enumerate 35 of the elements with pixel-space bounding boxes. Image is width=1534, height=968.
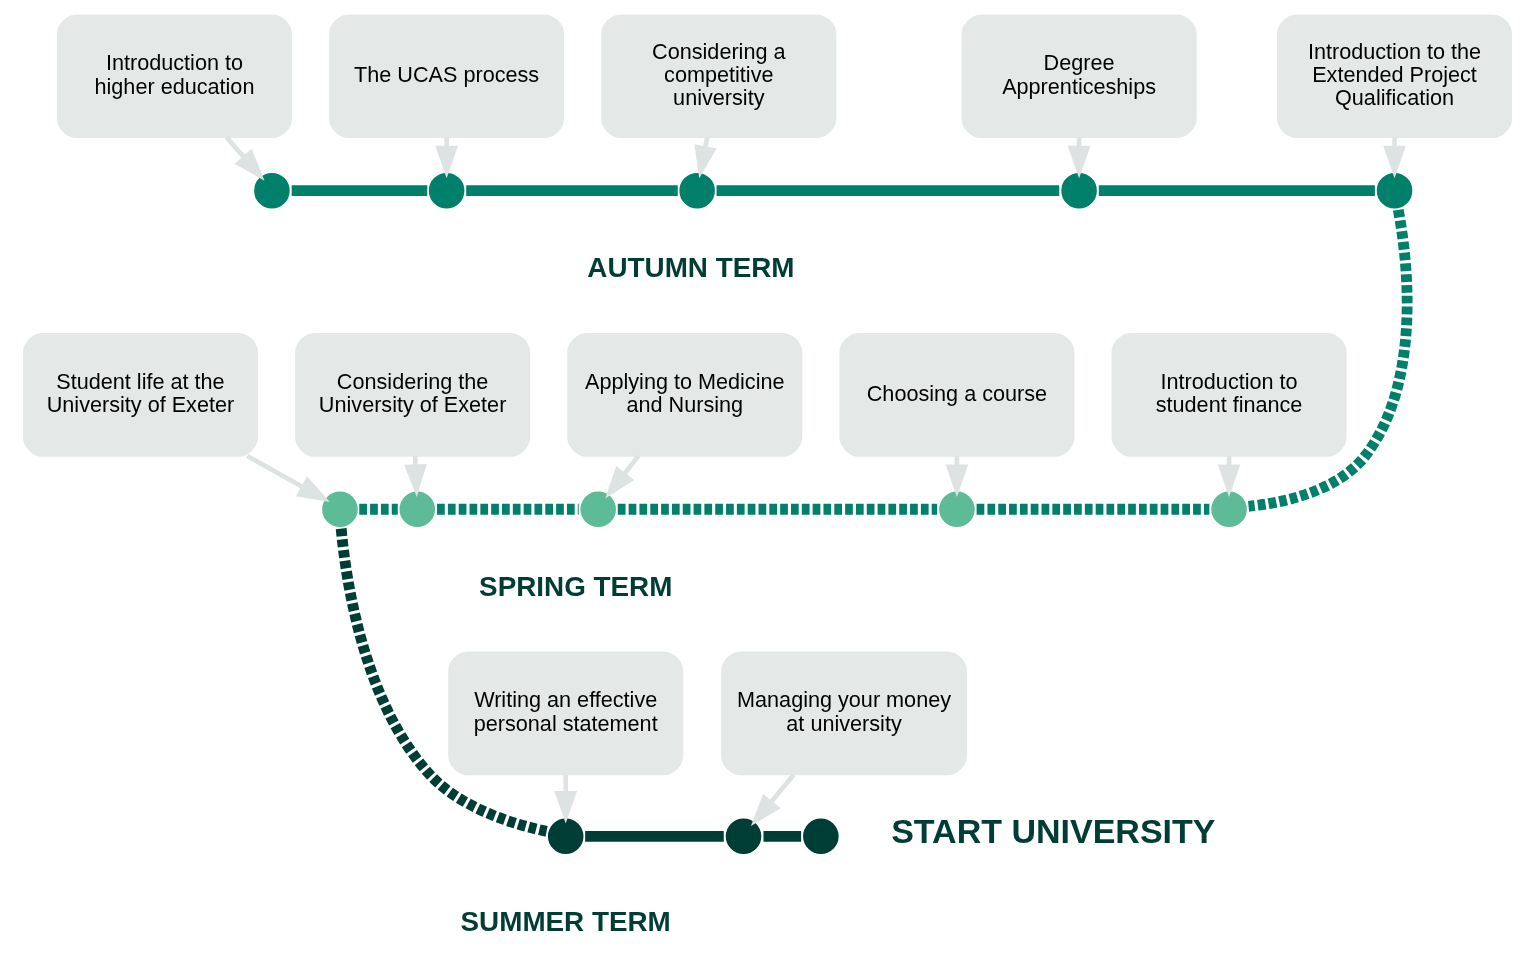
connector: [1098, 184, 1375, 196]
arrow: [750, 772, 796, 826]
node-box: Managing your money at university: [720, 651, 967, 775]
node-box: Student life at the University of Exeter: [22, 332, 258, 457]
connector: [1247, 208, 1412, 512]
connector: [291, 184, 427, 196]
node-box: Introduction to higher education: [56, 13, 292, 138]
connector: [358, 503, 398, 515]
node-box: Considering the University of Exeter: [294, 332, 530, 457]
arrow: [1382, 136, 1406, 178]
connector: [436, 503, 579, 515]
connector: [716, 184, 1059, 196]
label: AUTUMN TERM: [586, 251, 794, 283]
arrow: [604, 454, 640, 499]
connector: [617, 503, 937, 515]
node-box: Writing an effective personal statement: [447, 651, 683, 775]
arrow: [434, 136, 458, 178]
node-box: Introduction to the Extended Project Qualification: [1276, 13, 1512, 138]
connector: [762, 830, 801, 842]
node-box: Degree Apprenticeships: [961, 13, 1197, 138]
node-box: Choosing a course: [838, 332, 1074, 457]
node-box: Introduction to student finance: [1111, 332, 1347, 457]
connector: [584, 830, 724, 842]
connector: [976, 503, 1209, 515]
arrow: [224, 135, 264, 181]
node-box: Applying to Medicine and Nursing: [566, 332, 802, 457]
arrow: [245, 453, 330, 502]
node-box: The UCAS process: [328, 13, 564, 138]
arrow: [553, 774, 577, 824]
node-label: START UNIVERSITY: [890, 811, 1215, 850]
label: SUMMER TERM: [460, 905, 671, 937]
connector: [465, 184, 678, 196]
label: SPRING TERM: [478, 570, 672, 602]
connector: [335, 527, 548, 837]
node-box: Considering a competitive university: [600, 13, 836, 138]
